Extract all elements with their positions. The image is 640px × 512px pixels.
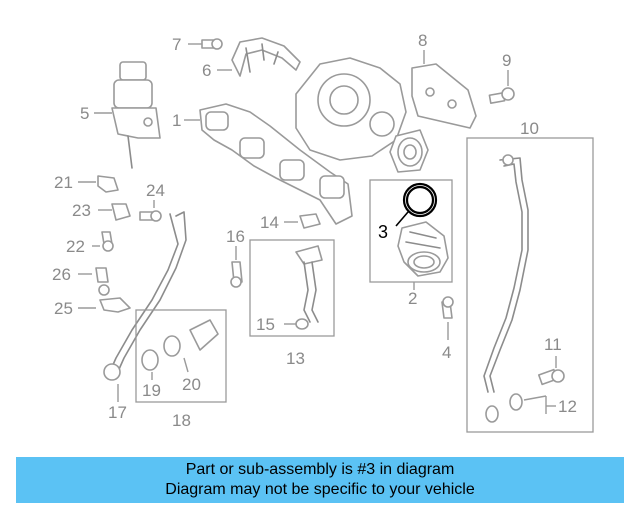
- part-4-bolt: [441, 296, 454, 340]
- parts-diagram: 7 6 8 9 5 1 10 21 24 23 14 3 16 22 26 2 …: [52, 31, 594, 433]
- part-19-washer: [141, 349, 159, 380]
- part-3-gasket: [395, 182, 438, 227]
- callout-1: 1: [172, 111, 181, 130]
- callout-24: 24: [146, 181, 165, 200]
- callout-23: 23: [72, 201, 91, 220]
- part-2-group-box: [369, 179, 453, 283]
- part-6-heat-shield: [217, 37, 301, 77]
- callout-25: 25: [54, 299, 73, 318]
- banner-line-2: Diagram may not be specific to your vehi…: [165, 481, 475, 498]
- part-18-group-box: [135, 309, 227, 403]
- part-16-bolt: [230, 246, 243, 288]
- callout-9: 9: [502, 51, 511, 70]
- callout-18: 18: [172, 411, 191, 430]
- part-10-oil-feed-line: [483, 154, 529, 393]
- part-2-elbow: [397, 221, 449, 277]
- part-8-bracket: [411, 50, 477, 129]
- part-25-clamp: [78, 297, 131, 313]
- callout-2: 2: [408, 289, 417, 308]
- part-10-group-box: [466, 137, 594, 433]
- callout-21: 21: [54, 173, 73, 192]
- callout-22: 22: [66, 237, 85, 256]
- part-5-actuator: [94, 61, 161, 169]
- banner-line-1: Part or sub-assembly is #3 in diagram: [185, 461, 455, 478]
- part-23-fitting: [98, 203, 131, 221]
- callout-17: 17: [108, 403, 127, 422]
- callout-19: 19: [142, 381, 161, 400]
- callout-14: 14: [260, 213, 279, 232]
- callout-13: 13: [286, 349, 305, 368]
- callout-7: 7: [172, 35, 181, 54]
- info-banner: Part or sub-assembly is #3 in diagram Di…: [16, 457, 624, 503]
- callout-5: 5: [80, 104, 89, 123]
- callout-6: 6: [202, 61, 211, 80]
- part-20-fitting: [163, 319, 219, 373]
- part-17-oil-return-line: [103, 211, 187, 402]
- callout-3: 3: [378, 222, 388, 242]
- part-26-bolt: [78, 267, 110, 296]
- callout-11: 11: [544, 335, 562, 354]
- part-13-coolant-line: [295, 245, 323, 323]
- part-11-banjo-bolt: [537, 356, 565, 386]
- part-1-exhaust-manifold-turbocharger: [184, 57, 429, 225]
- callout-4: 4: [442, 343, 451, 362]
- callout-26: 26: [52, 265, 71, 284]
- part-21-clamp: [78, 175, 119, 193]
- part-7-bolt: [188, 38, 223, 50]
- part-12-washers: [485, 393, 556, 423]
- part-13-group-box: [249, 239, 335, 337]
- part-14-gasket: [284, 213, 321, 229]
- callout-16: 16: [226, 227, 245, 246]
- part-9-bolt: [488, 70, 515, 104]
- callout-8: 8: [418, 31, 427, 50]
- callout-10: 10: [520, 119, 539, 138]
- callout-12: 12: [558, 397, 577, 416]
- part-22-bolt: [92, 231, 114, 252]
- callout-20: 20: [182, 375, 201, 394]
- part-24-bolt: [139, 200, 162, 222]
- callout-15: 15: [256, 315, 275, 334]
- part-15-washer: [284, 318, 309, 330]
